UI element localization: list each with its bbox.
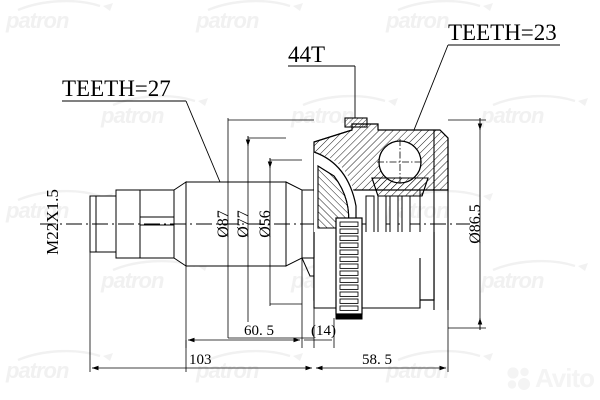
label-length-60-5: 60. 5 (244, 323, 274, 339)
joint-housing-lower (301, 232, 435, 309)
label-length-103: 103 (189, 352, 212, 368)
label-thread-m22: M22X1.5 (43, 189, 62, 255)
inner-cage-lobe (313, 151, 357, 232)
label-diameter-77: Ø77 (235, 210, 252, 238)
label-length-14: (14) (311, 323, 336, 339)
dim-d56 (267, 158, 302, 306)
leader-44t (288, 65, 356, 118)
leader-teeth-23 (413, 44, 560, 131)
abs-tone-ring (335, 217, 363, 320)
label-diameter-87: Ø87 (215, 210, 232, 238)
inner-race-seat (371, 177, 429, 197)
dim-d865 (448, 118, 486, 330)
callout-teeth-23: TEETH=23 (448, 20, 557, 45)
leader-teeth-27 (62, 100, 221, 183)
label-diameter-86-5: Ø86.5 (467, 204, 484, 244)
dim-103 (89, 252, 313, 372)
label-diameter-56: Ø56 (257, 210, 274, 238)
callout-44t: 44T (288, 42, 325, 67)
dim-d77 (245, 136, 286, 322)
label-length-58-5: 58. 5 (362, 352, 392, 368)
dim-58-5 (315, 310, 449, 372)
dim-60-5 (185, 258, 303, 348)
dim-14 (304, 308, 335, 348)
abs-collar-tab (344, 117, 368, 128)
callout-teeth-27: TEETH=27 (62, 76, 171, 101)
